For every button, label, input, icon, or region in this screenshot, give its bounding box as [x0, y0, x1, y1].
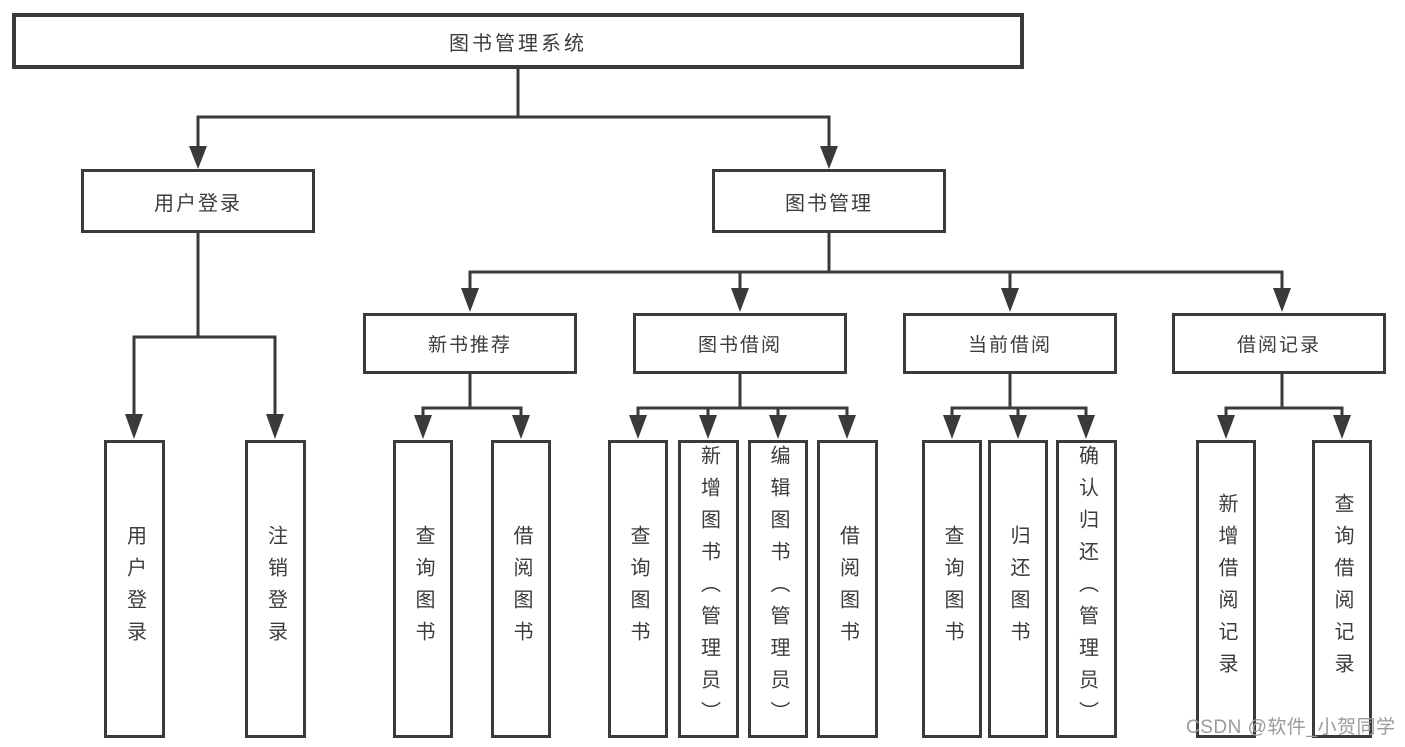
- node-label: 图书借阅: [697, 335, 782, 356]
- node-book-borrowing: 图书借阅: [633, 313, 847, 374]
- leaf-recommend-borrow-books: 借阅图书: [491, 440, 551, 738]
- node-label: 查询图书: [941, 525, 963, 653]
- node-label: 编辑图书（管理员）: [767, 445, 789, 733]
- leaf-user-login: 用户登录: [104, 440, 165, 738]
- leaf-borrowing-query-books: 查询图书: [608, 440, 668, 738]
- node-label: 查询借阅记录: [1331, 493, 1353, 685]
- leaf-records-add-record: 新增借阅记录: [1196, 440, 1256, 738]
- node-label: 图书管理系统: [449, 32, 587, 55]
- node-user-login: 用户登录: [81, 169, 315, 233]
- node-label: 注销登录: [264, 525, 287, 653]
- node-label: 借阅记录: [1236, 335, 1321, 356]
- node-current-borrowing: 当前借阅: [903, 313, 1117, 374]
- node-label: 查询图书: [412, 525, 434, 653]
- node-label: 确认归还（管理员）: [1075, 445, 1098, 733]
- node-root-system: 图书管理系统: [12, 13, 1024, 69]
- node-label: 新增借阅记录: [1215, 493, 1237, 685]
- node-label: 当前借阅: [967, 335, 1052, 356]
- node-new-book-recommend: 新书推荐: [363, 313, 577, 374]
- leaf-records-query-record: 查询借阅记录: [1312, 440, 1372, 738]
- node-label: 新增图书（管理员）: [697, 445, 720, 733]
- node-label: 借阅图书: [510, 525, 532, 653]
- leaf-borrowing-borrow-books: 借阅图书: [817, 440, 878, 738]
- node-label: 图书管理: [785, 192, 873, 215]
- node-label: 用户登录: [154, 192, 242, 215]
- node-label: 新书推荐: [427, 335, 512, 356]
- node-label: 查询图书: [627, 525, 649, 653]
- leaf-logout: 注销登录: [245, 440, 306, 738]
- node-label: 归还图书: [1007, 525, 1029, 653]
- node-borrowing-records: 借阅记录: [1172, 313, 1386, 374]
- leaf-borrowing-add-books-admin: 新增图书（管理员）: [678, 440, 739, 738]
- csdn-watermark: CSDN @软件_小贺同学: [1186, 717, 1396, 738]
- leaf-current-confirm-return-admin: 确认归还（管理员）: [1056, 440, 1117, 738]
- leaf-current-return-books: 归还图书: [988, 440, 1048, 738]
- leaf-borrowing-edit-books-admin: 编辑图书（管理员）: [748, 440, 808, 738]
- node-label: 用户登录: [123, 525, 146, 653]
- leaf-recommend-query-books: 查询图书: [393, 440, 453, 738]
- node-label: 借阅图书: [836, 525, 859, 653]
- node-book-management: 图书管理: [712, 169, 946, 233]
- leaf-current-query-books: 查询图书: [922, 440, 982, 738]
